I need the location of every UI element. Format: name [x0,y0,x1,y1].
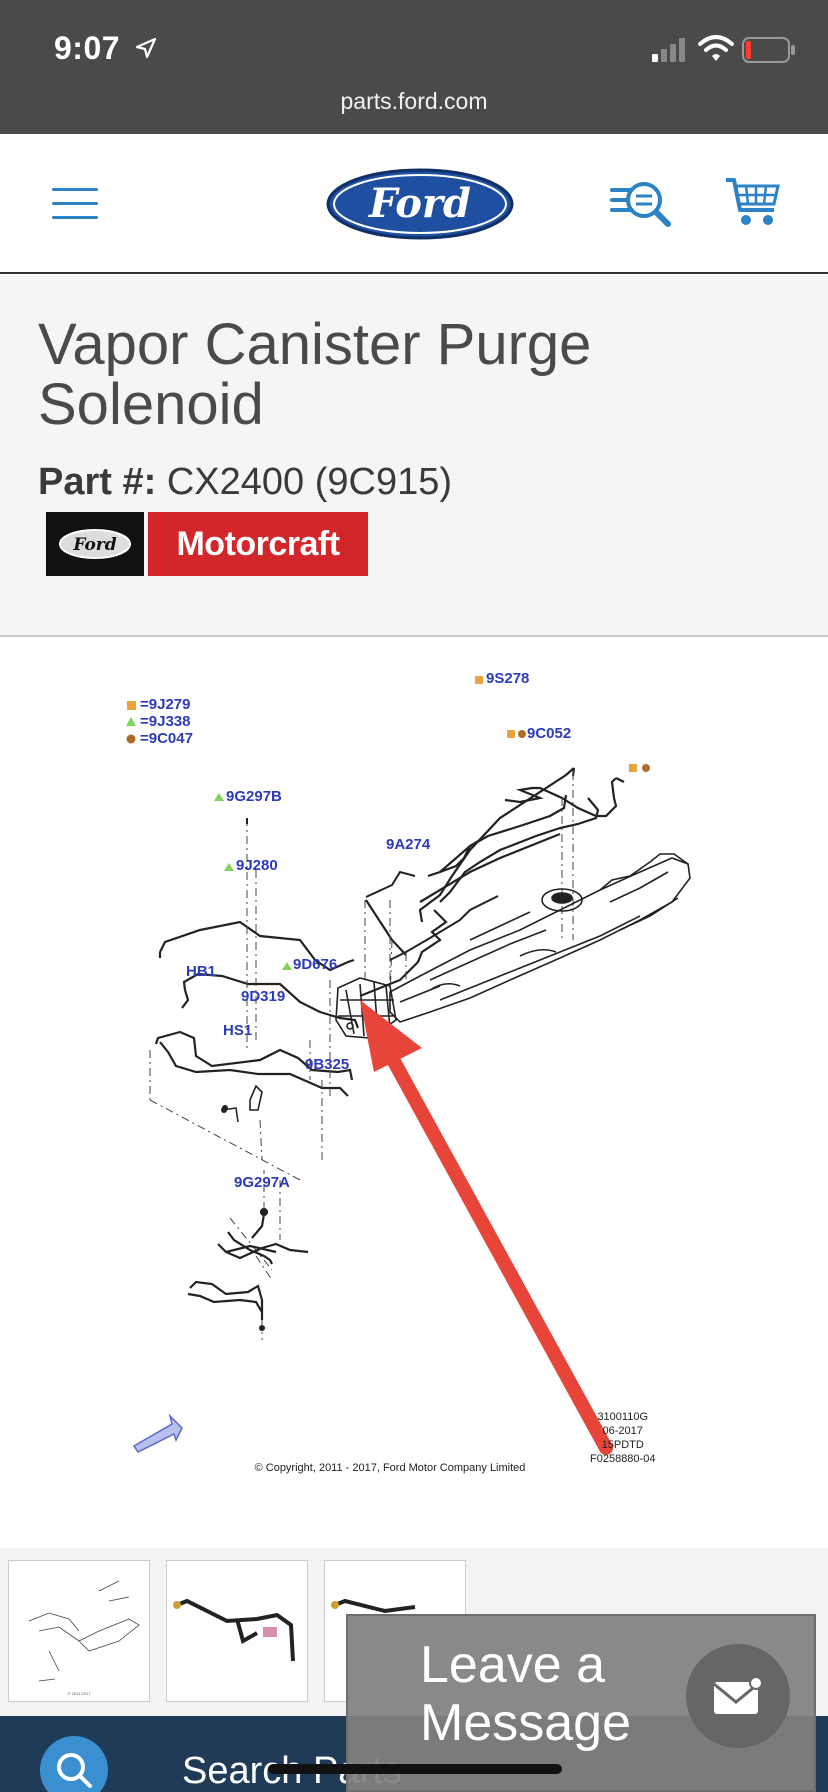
legend-square-icon [127,701,136,710]
location-arrow-icon [135,37,157,59]
label-9G297A[interactable]: 9G297A [234,1174,290,1191]
product-title-section: Vapor Canister Purge Solenoid Part #: CX… [0,275,828,637]
legend-9J279: =9J279 [140,696,191,713]
label-9D676[interactable]: 9D676 [293,956,338,973]
diagram-code-info: 3100110G 06-2017 15PDTD F0258880-04 [590,1411,656,1465]
site-header: Ford [0,134,828,274]
home-indicator [268,1764,562,1774]
cellular-signal-icon [652,38,685,62]
url-bar[interactable]: parts.ford.com [340,88,488,114]
part-number-label: Part #: [38,461,157,503]
ford-brand-logo: Ford [46,512,144,576]
legend-triangle-icon [126,717,136,726]
legend-9C047: =9C047 [140,730,193,747]
search-button[interactable] [40,1736,108,1792]
parts-search-icon[interactable] [610,178,674,230]
legend-9J338: =9J338 [140,713,191,730]
wifi-icon [698,35,734,61]
label-HS1[interactable]: HS1 [223,1022,253,1039]
ford-logo[interactable]: Ford [326,168,514,240]
status-time: 9:07 [54,30,121,66]
ford-logo-text: Ford [368,180,471,227]
battery-icon [742,37,795,63]
label-9D319[interactable]: 9D319 [241,988,286,1005]
svg-text:© 2011-2017: © 2011-2017 [68,1691,92,1696]
leave-message-widget[interactable]: Leave a Message [346,1614,816,1792]
envelope-icon [713,1676,763,1714]
label-9C052[interactable]: 9C052 [527,725,572,742]
thumbnail-diagram[interactable]: © 2011-2017 [8,1560,150,1702]
status-bar: 9:07 parts.ford.com [0,0,828,134]
diagram-drawing [126,676,691,1455]
highlight-arrow [360,1000,613,1455]
thumbnail-hose-1[interactable] [166,1560,308,1702]
hamburger-menu-icon[interactable] [52,188,98,220]
leave-message-text: Leave a Message [420,1636,631,1752]
label-HB1[interactable]: HB1 [186,963,217,980]
message-button[interactable] [686,1644,790,1748]
ford-brand-text: Ford [72,535,116,555]
label-9B325[interactable]: 9B325 [305,1056,350,1073]
label-9A274[interactable]: 9A274 [386,836,431,853]
diagram-copyright: © Copyright, 2011 - 2017, Ford Motor Com… [254,1462,526,1474]
cart-icon[interactable] [724,176,780,228]
brand-logos: Ford Motorcraft [46,512,368,576]
parts-diagram[interactable]: =9J279 =9J338 =9C047 9S278 9C052 9G297B … [0,640,828,1548]
part-number-row: Part #: CX2400 (9C915) [38,461,452,504]
part-number-value: CX2400 (9C915) [166,461,453,503]
page-title: Vapor Canister Purge Solenoid [38,312,592,437]
label-9G297B[interactable]: 9G297B [226,788,282,805]
search-icon [57,1753,92,1788]
legend-circle-icon [126,734,136,744]
label-9S278[interactable]: 9S278 [486,670,530,687]
label-9J280[interactable]: 9J280 [236,857,278,874]
motorcraft-brand-logo: Motorcraft [148,512,368,576]
